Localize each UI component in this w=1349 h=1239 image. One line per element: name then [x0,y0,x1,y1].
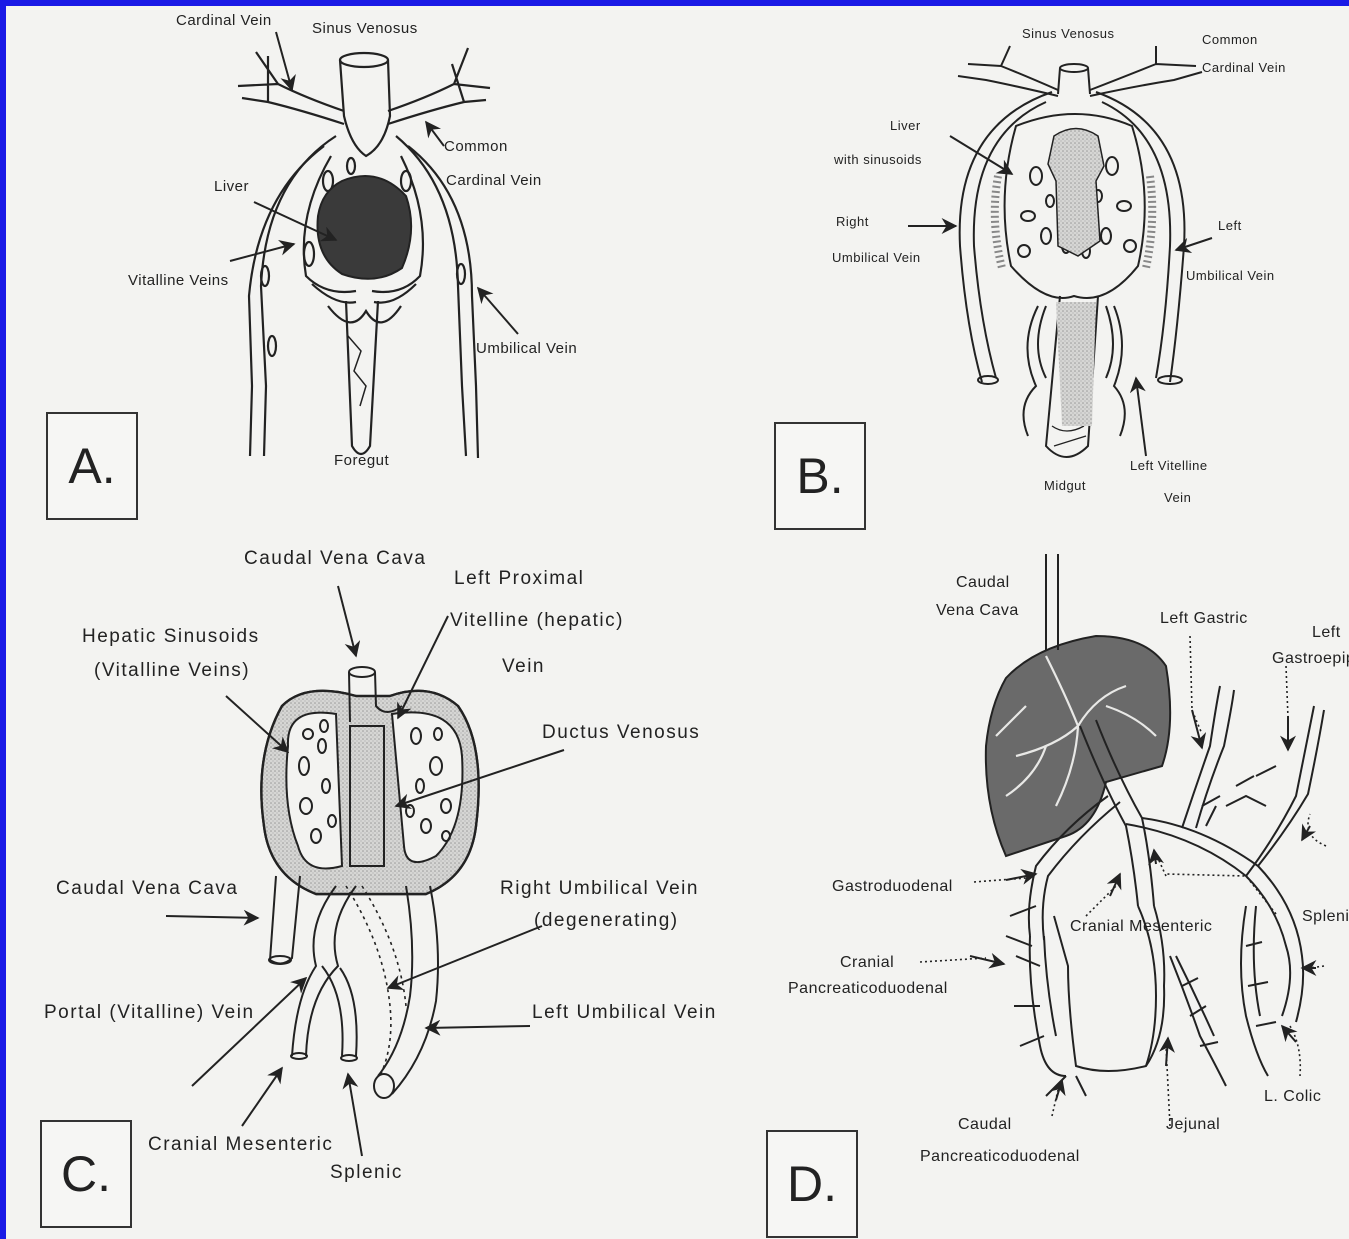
label-d-caudal-2: Caudal [958,1116,1012,1134]
label-b-umbilical-vein-l: Umbilical Vein [1186,268,1275,283]
label-c-degenerating: (degenerating) [534,910,679,932]
label-c-vitalline-veins: (Vitalline Veins) [94,660,250,682]
label-a-foregut: Foregut [334,452,389,469]
label-a-umbilical-vein: Umbilical Vein [476,340,577,357]
label-c-left-proximal: Left Proximal [454,568,584,590]
label-c-left-umbilical: Left Umbilical Vein [532,1002,717,1024]
label-a-cardinal-vein: Cardinal Vein [176,12,272,29]
label-c-right-umbilical: Right Umbilical Vein [500,878,699,900]
label-b-with-sinusoids: with sinusoids [834,152,922,167]
label-d-splenic: Splenic [1302,908,1349,926]
label-b-common: Common [1202,32,1258,47]
label-d-caudal: Caudal [956,574,1010,592]
label-d-pancreaticoduodenal-2: Pancreaticoduodenal [920,1148,1080,1166]
panel-b-stipple [1048,129,1104,257]
label-c-cranial-mesenteric: Cranial Mesenteric [148,1134,333,1156]
panel-b-id-box: B. [774,422,866,530]
label-b-left-vitelline: Left Vitelline [1130,458,1208,473]
label-c-vitelline-hepatic: Vitelline (hepatic) [450,610,624,632]
label-b-midgut: Midgut [1044,478,1086,493]
label-d-jejunal: Jejunal [1166,1116,1220,1134]
panel-a-liver-shape [318,176,412,279]
label-a-vitelline-veins: Vitalline Veins [128,272,229,289]
panel-a-id-box: A. [46,412,138,520]
label-d-l-colic: L. Colic [1264,1088,1321,1106]
label-b-umbilical-vein-r: Umbilical Vein [832,250,921,265]
label-d-left-gastric: Left Gastric [1160,610,1248,628]
slide: Cardinal Vein Sinus Venosus Liver Common… [6,6,1349,1239]
label-c-caudal-vena-cava: Caudal Vena Cava [56,878,238,900]
label-d-gastroduodenal: Gastroduodenal [832,878,953,896]
label-d-vena-cava: Vena Cava [936,602,1019,620]
label-a-cardinal-vein-2: Cardinal Vein [446,172,542,189]
label-c-vein: Vein [502,656,545,678]
label-c-caudal-vena-cava-top: Caudal Vena Cava [244,548,426,570]
label-d-cranial: Cranial [840,954,894,972]
label-a-sinus-venosus: Sinus Venosus [312,20,418,37]
label-d-pancreaticoduodenal: Pancreaticoduodenal [788,980,948,998]
label-b-sinus-venosus: Sinus Venosus [1022,26,1115,41]
label-c-ductus-venosus: Ductus Venosus [542,722,700,744]
label-b-left: Left [1218,218,1242,233]
label-a-liver: Liver [214,178,249,195]
label-c-portal-vein: Portal (Vitalline) Vein [44,1002,255,1024]
label-b-right: Right [836,214,869,229]
label-d-left: Left [1312,624,1341,642]
label-a-common: Common [444,138,508,155]
label-d-cranial-mesenteric: Cranial Mesenteric [1070,918,1212,936]
diagram-drawing [6,6,1349,1239]
label-b-vein: Vein [1164,490,1191,505]
panel-c-id-box: C. [40,1120,132,1228]
panel-d-id-box: D. [766,1130,858,1238]
label-c-splenic: Splenic [330,1162,403,1184]
label-c-hepatic-sinusoids: Hepatic Sinusoids [82,626,260,648]
label-b-cardinal-vein: Cardinal Vein [1202,60,1286,75]
label-b-liver: Liver [890,118,921,133]
label-d-gastroepip: Gastroepip [1272,650,1349,668]
